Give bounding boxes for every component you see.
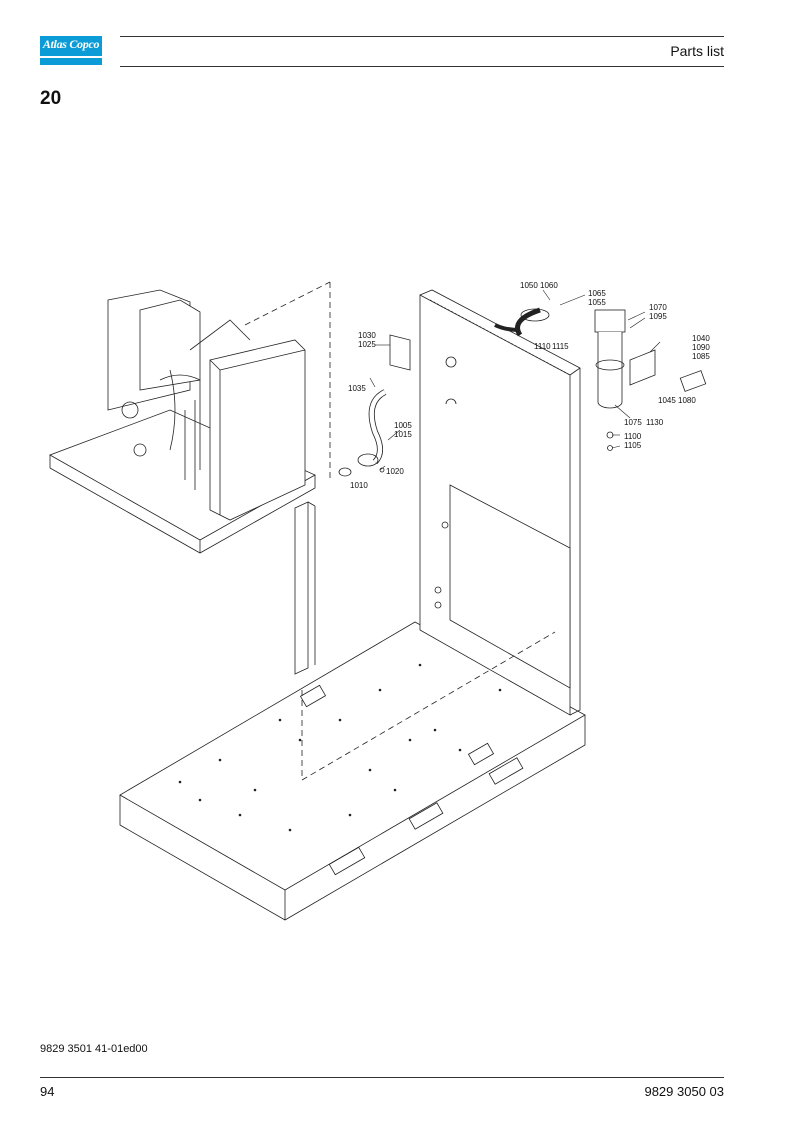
logo-bottom-bar (40, 58, 102, 65)
filter-assembly (494, 307, 707, 451)
callout-1110: 1110 (534, 342, 551, 351)
callout-1095: 1095 (649, 312, 667, 321)
callout-1065: 1065 (588, 289, 606, 298)
callout-labels: 1050 1060 1065 1055 1070 1095 1030 1025 … (348, 281, 710, 490)
page-number: 94 (40, 1084, 55, 1099)
assembly-guide-lines (244, 281, 556, 781)
upper-unit-assembly (107, 289, 306, 521)
page-title: Parts list (670, 43, 724, 59)
section-number: 20 (40, 88, 62, 109)
callout-1090: 1090 (692, 343, 710, 352)
callout-1050: 1050 (520, 281, 538, 290)
callout-1105: 1105 (624, 441, 642, 450)
callout-1070: 1070 (649, 303, 667, 312)
callout-1005: 1005 (394, 421, 412, 430)
callout-1060: 1060 (540, 281, 558, 290)
logo-top-band (40, 36, 102, 56)
manual-reference: 9829 3050 03 (644, 1084, 724, 1099)
callout-leaders (369, 289, 661, 471)
callout-1085: 1085 (692, 352, 710, 361)
exploded-view-drawing: 1050 1060 1065 1055 1070 1095 1030 1025 … (40, 270, 740, 930)
atlas-copco-logo: Atlas Copco (40, 36, 102, 66)
callout-1010: 1010 (350, 481, 368, 490)
callout-1035: 1035 (348, 384, 366, 393)
callout-1130: 1130 (646, 418, 664, 427)
support-column (294, 501, 316, 675)
callout-1055: 1055 (588, 298, 606, 307)
callout-1075: 1075 (624, 418, 642, 427)
callout-1100: 1100 (624, 432, 642, 441)
base-frame (119, 621, 586, 921)
header-top-rule (120, 36, 724, 37)
callout-1080: 1080 (678, 396, 696, 405)
logo-wordmark: Atlas Copco (42, 37, 100, 51)
callout-1040: 1040 (692, 334, 710, 343)
back-panel (419, 289, 581, 716)
document-reference: 9829 3501 41-01ed00 (40, 1043, 148, 1055)
header-bottom-rule (120, 66, 724, 67)
footer-rule (40, 1077, 724, 1078)
callout-1115: 1115 (552, 342, 569, 351)
inlet-pipe (338, 334, 411, 477)
callout-1030: 1030 (358, 331, 376, 340)
callout-1045: 1045 (658, 396, 676, 405)
callout-1015: 1015 (394, 430, 412, 439)
callout-1025: 1025 (358, 340, 376, 349)
callout-1020: 1020 (386, 467, 404, 476)
